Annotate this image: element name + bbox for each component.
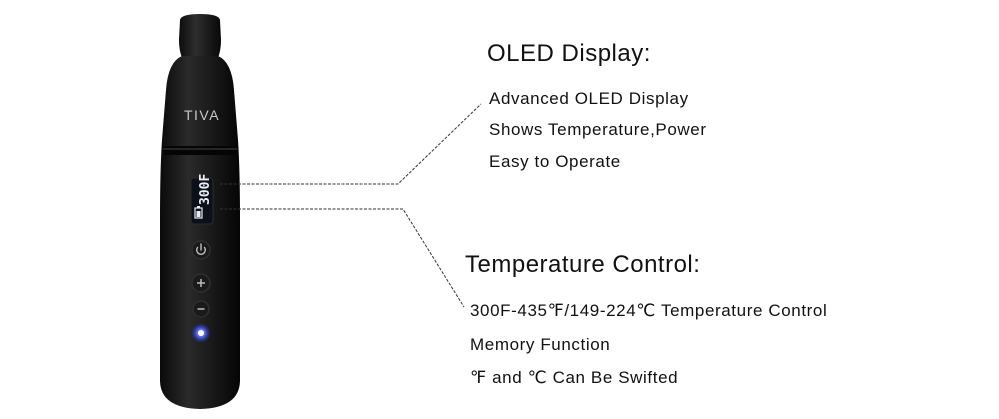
brand-logo: TIVA bbox=[184, 107, 220, 123]
temperature-feature-line: 300F-435℉/149-224℃ Temperature Control bbox=[470, 301, 828, 320]
temperature-feature-line: Memory Function bbox=[470, 335, 611, 354]
plus-button[interactable] bbox=[191, 273, 211, 293]
oled-display: 300F bbox=[190, 174, 214, 225]
power-icon bbox=[196, 243, 206, 255]
mouthpiece bbox=[179, 14, 221, 58]
leader-line-oled bbox=[220, 103, 482, 185]
led-indicator bbox=[191, 323, 211, 343]
device-body bbox=[160, 56, 240, 409]
temperature-feature-line: ℉ and ℃ Can Be Swifted bbox=[470, 368, 679, 387]
leader-line-temperature bbox=[220, 208, 465, 308]
minus-button[interactable] bbox=[192, 300, 210, 318]
oled-feature-line: Easy to Operate bbox=[489, 152, 621, 171]
display-reading: 300F bbox=[198, 174, 213, 205]
oled-feature-line: Advanced OLED Display bbox=[489, 89, 689, 108]
oled-feature-line: Shows Temperature,Power bbox=[489, 120, 707, 139]
plus-icon bbox=[197, 279, 205, 287]
oled-section-title: OLED Display: bbox=[487, 40, 651, 67]
power-button[interactable] bbox=[191, 240, 211, 260]
battery-icon bbox=[194, 206, 203, 219]
temperature-section-title: Temperature Control: bbox=[465, 251, 701, 278]
